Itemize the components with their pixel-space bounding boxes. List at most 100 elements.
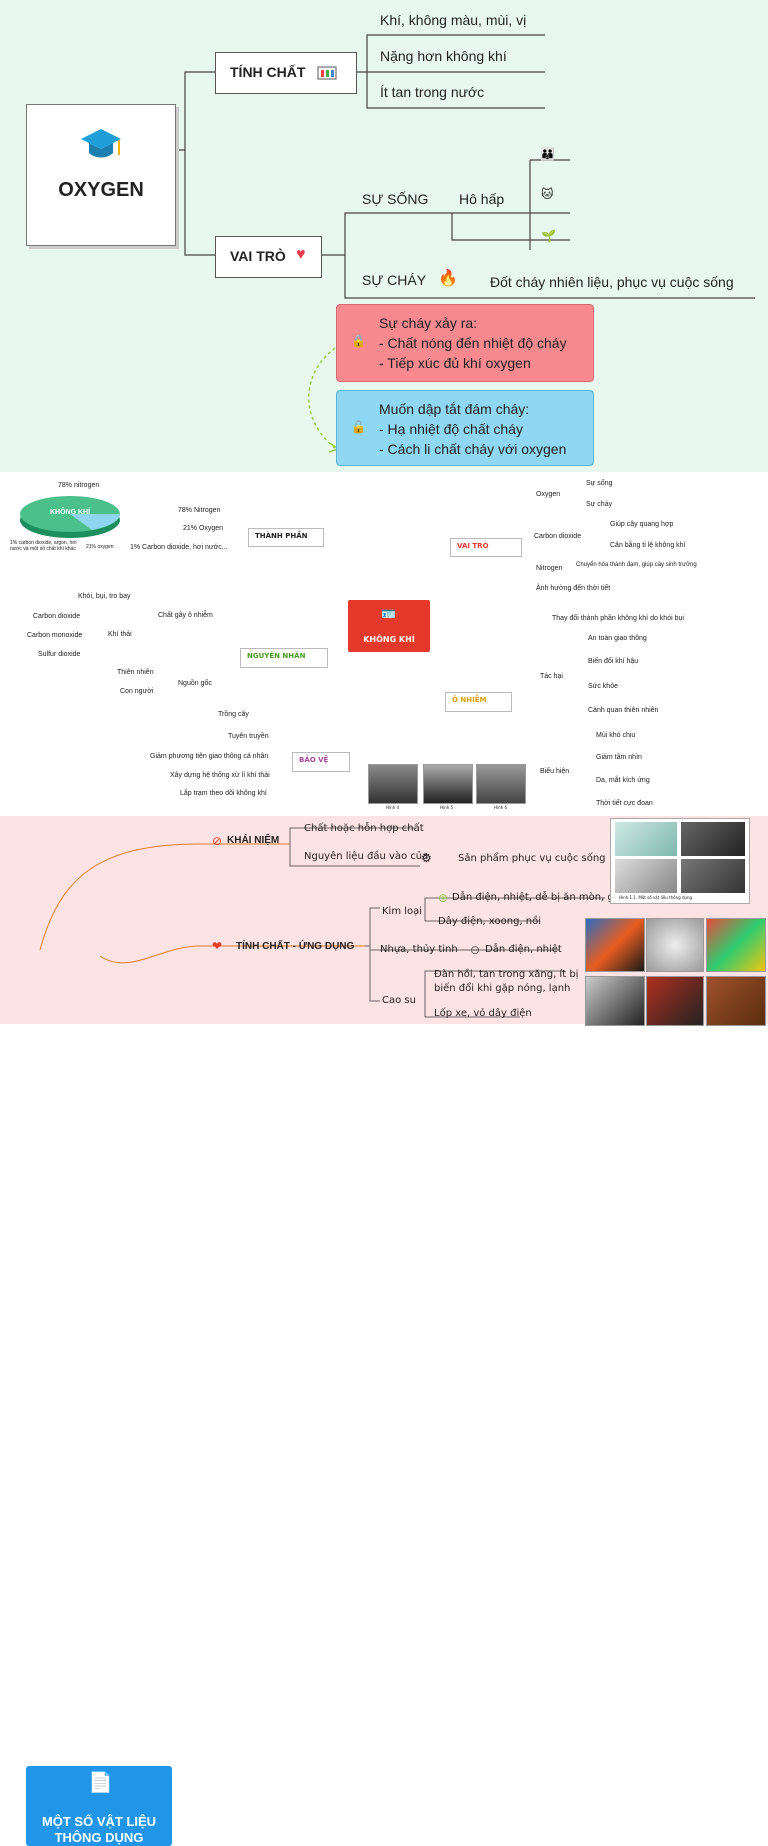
vai-tro-label: VAI TRÒ <box>230 248 286 264</box>
lock-icon: 🔓 <box>351 420 366 434</box>
khi-thai: Khí thải <box>108 631 132 638</box>
tinh-chat-label: TÍNH CHẤT <box>230 64 306 80</box>
vai-tro-su-song: Sự sống <box>586 480 613 487</box>
o-nhiem-bieu-hien: Biểu hiện <box>540 768 570 775</box>
nguon-goc: Nguồn gốc <box>178 680 212 687</box>
nguyen-nhan-label: NGUYÊN NHÂN <box>247 652 306 660</box>
air-mindmap: 78% nitrogen KHÔNG KHÍ 1% carbon dioxide… <box>0 472 768 816</box>
khi-thai-co2: Carbon dioxide <box>33 613 81 620</box>
material-connector-lines <box>39 827 605 1018</box>
lock-icon: 🔒 <box>351 334 366 348</box>
minus-icon: ⊖ <box>470 943 481 957</box>
tinh-chat-item-1: Khí, không màu, mùi, vị <box>380 12 527 28</box>
photo-caption-2: Hình 5 <box>440 805 454 810</box>
air-composition-pie: 78% nitrogen KHÔNG KHÍ 1% carbon dioxide… <box>10 482 130 562</box>
glass-photo <box>615 822 677 856</box>
bao-ve-node: BẢO VỆ <box>292 752 350 772</box>
air-vai-tro-label: VAI TRÒ <box>457 542 489 550</box>
dot-chay-label: Đốt cháy nhiên liệu, phục vụ cuộc sống <box>490 274 734 290</box>
bao-ve-item-3: Giảm phương tiện giao thông cá nhân <box>150 753 269 760</box>
tac-hai-2: Biến đổi khí hậu <box>588 658 639 665</box>
oxygen-root-node: OXYGEN <box>26 104 176 246</box>
thanh-phan-item-3: 1% Carbon dioxide, hơi nước... <box>130 544 228 551</box>
cao-su-item-1: Đàn hồi, tan trong xăng, ít bị <box>434 969 579 980</box>
nguyen-nhan-node: NGUYÊN NHÂN <box>240 648 328 668</box>
tinh-chat-item-2: Nặng hơn không khí <box>380 48 507 64</box>
bao-ve-item-5: Lắp trạm theo dõi không khí <box>180 790 267 797</box>
pie-label-nitrogen: 78% nitrogen <box>58 482 100 489</box>
vai-tro-su-chay: Sự cháy <box>586 501 613 508</box>
pie-label-oxygen: 21% oxygen <box>86 544 114 550</box>
pie-label-other: 1% carbon dioxide, argon, hơi nước và mộ… <box>10 540 77 552</box>
bao-ve-item-2: Tuyên truyền <box>228 733 269 740</box>
check-circle-icon: ⊘ <box>212 834 223 848</box>
materials-photo-caption: Hình 1.1. Một số vật liệu thông dụng <box>619 895 693 900</box>
khi-thai-so2: Sulfur dioxide <box>38 651 81 658</box>
vai-tro-can-bang: Cân bằng tỉ lệ không khí <box>610 542 686 549</box>
kim-loai-item-1: Dẫn điện, nhiệt, dễ bị ăn mòn, gỉ <box>452 892 617 903</box>
note-blue-line-2: - Hạ nhiệt độ chất cháy <box>379 421 523 437</box>
thanh-phan-node: THÀNH PHẦN <box>248 528 324 547</box>
khai-niem-label: KHÁI NIỆM <box>227 835 280 846</box>
plus-icon: ⊕ <box>438 891 449 905</box>
khi-thai-co: Carbon monoxide <box>27 632 83 639</box>
air-vai-tro-node: VAI TRÒ <box>450 538 522 557</box>
hearts-icon: ❤ <box>212 939 223 953</box>
bieu-hien-3: Da, mắt kích ứng <box>596 777 650 784</box>
material-root-label: MỘT SỐ VẬT LIỆU THÔNG DỤNG <box>41 1814 157 1845</box>
tinh-chat-node: TÍNH CHẤT <box>215 52 357 94</box>
tac-hai-4: Cảnh quan thiên nhiên <box>588 707 659 714</box>
thanh-phan-item-2: 21% Oxygen <box>183 525 224 532</box>
cables-photo <box>585 918 645 972</box>
vai-tro-nitrogen: Nitrogen <box>536 565 563 572</box>
thanh-phan-item-1: 78% Nitrogen <box>178 507 221 514</box>
photo-caption-1: Hình 4 <box>386 805 400 810</box>
khoi-bui: Khói, bụi, tro bay <box>78 593 131 600</box>
document-search-icon: 📄 <box>88 1770 113 1794</box>
khai-niem-item-3: Sản phẩm phục vụ cuộc sống <box>458 853 606 864</box>
pot-photo <box>646 918 704 972</box>
vai-tro-co2: Carbon dioxide <box>534 533 582 540</box>
note-red-line-3: - Tiếp xúc đủ khí oxygen <box>379 355 531 371</box>
oxygen-mindmap: OXYGEN TÍNH CHẤT Khí, không màu, mùi, vị… <box>0 0 768 472</box>
heart-icon: ♥ <box>296 246 306 263</box>
thanh-phan-label: THÀNH PHẦN <box>255 532 308 540</box>
kim-loai-item-2: Dây điện, xoong, nồi <box>438 916 542 927</box>
vai-tro-thoi-tiet: Ảnh hưởng đến thời tiết <box>536 585 611 592</box>
rubber-photo <box>585 976 645 1026</box>
note-fire-conditions: 🔒 Sự cháy xảy ra: - Chất nóng đến nhiệt … <box>336 304 594 382</box>
cao-su-item-3: Lốp xe, vỏ dây điện <box>434 1008 532 1019</box>
pollution-photo-2 <box>423 764 473 804</box>
bieu-hien-1: Mùi khó chịu <box>596 732 636 739</box>
id-card-icon: 🪪 <box>381 607 396 621</box>
chat-gay-o-nhiem: Chất gây ô nhiễm <box>158 612 213 619</box>
o-nhiem-tac-hai: Tác hại <box>540 673 563 680</box>
tinh-chat-ung-dung-label: TÍNH CHẤT - ỨNG DỤNG <box>236 941 355 952</box>
wood-cabinet-photo <box>706 976 766 1026</box>
material-mindmap: 📄 MỘT SỐ VẬT LIỆU THÔNG DỤNG ⊘ KHÁI NIỆM… <box>0 816 768 1846</box>
materials-photo-grid-top: Hình 1.1. Một số vật liệu thông dụng <box>610 818 750 904</box>
tinh-chat-item-3: Ít tan trong nước <box>380 84 485 100</box>
kim-loai-label: Kim loại <box>382 906 423 917</box>
o-nhiem-node: Ô NHIỄM <box>445 692 512 712</box>
tac-hai-3: Sức khỏe <box>588 683 618 690</box>
wire-photo <box>681 859 745 893</box>
bao-ve-item-1: Trồng cây <box>218 711 249 718</box>
toys-photo <box>706 918 766 972</box>
lab-equipment-icon <box>317 66 337 80</box>
vai-tro-oxygen: Oxygen <box>536 491 561 498</box>
note-red-line-1: Sự cháy xảy ra: <box>379 315 478 331</box>
tac-hai-1: An toàn giao thông <box>588 635 647 642</box>
nhua-item: Dẫn điện, nhiệt <box>485 944 562 955</box>
su-song-label: SỰ SỐNG <box>362 191 429 207</box>
pollution-photo-1 <box>368 764 418 804</box>
graduation-cap-icon <box>81 129 121 158</box>
people-icon: 👪 <box>540 147 555 161</box>
o-nhiem-thay-doi: Thay đổi thành phần không khí do khói bụ… <box>552 615 684 622</box>
air-root-node: 🪪 KHÔNG KHÍ <box>348 600 430 652</box>
plant-icon: 🌱 <box>541 229 556 243</box>
note-red-line-2: - Chất nóng đến nhiệt độ cháy <box>379 335 567 351</box>
bao-ve-label: BẢO VỆ <box>299 756 329 764</box>
bao-ve-item-4: Xây dựng hệ thống xử lí khí thải <box>170 772 270 779</box>
cat-icon: 🐱 <box>541 187 554 201</box>
